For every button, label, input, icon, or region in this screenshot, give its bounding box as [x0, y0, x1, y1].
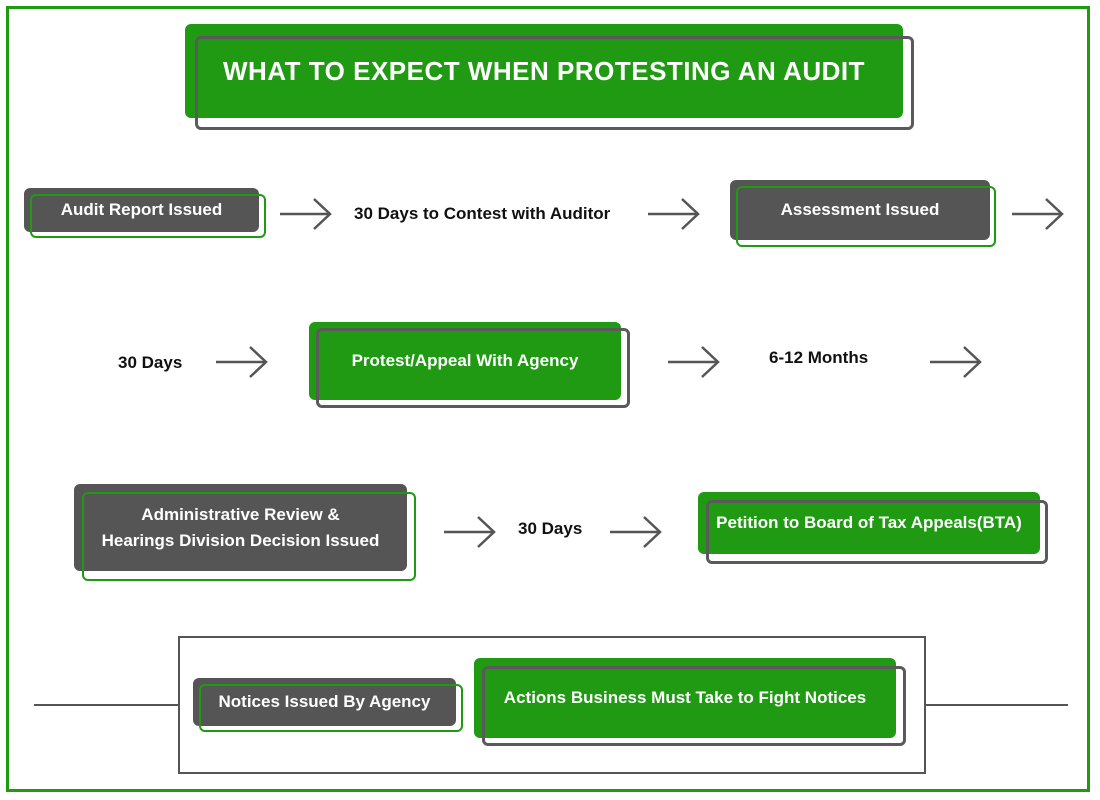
arrow-icon	[610, 516, 662, 548]
title-box: WHAT TO EXPECT WHEN PROTESTING AN AUDIT	[185, 24, 903, 118]
legend-frame	[178, 636, 926, 774]
petition-bta-label: Petition to Board of Tax Appeals(BTA)	[716, 513, 1022, 533]
legend-line-left	[34, 704, 180, 706]
audit-report-issued-label: Audit Report Issued	[60, 200, 223, 220]
contest-days-label: 30 Days to Contest with Auditor	[354, 204, 611, 223]
months-label: 6-12 Months	[769, 348, 869, 367]
protest-appeal-box: Protest/Appeal With Agency	[309, 322, 621, 400]
arrow-icon	[648, 198, 700, 230]
page-title: WHAT TO EXPECT WHEN PROTESTING AN AUDIT	[222, 55, 866, 86]
arrow-icon	[444, 516, 496, 548]
administrative-review-line-1: Administrative Review &	[141, 505, 340, 524]
assessment-issued-box: Assessment Issued	[730, 180, 990, 240]
legend-line-right	[924, 704, 1068, 706]
arrow-icon	[930, 346, 982, 378]
thirty-days-label-2: 30 Days	[518, 519, 583, 538]
legend-notices-box: Notices Issued By Agency	[193, 678, 456, 726]
arrow-icon	[280, 198, 332, 230]
assessment-issued-label: Assessment Issued	[780, 200, 940, 220]
arrow-icon	[668, 346, 720, 378]
arrow-icon	[1012, 198, 1064, 230]
arrow-icon	[216, 346, 268, 378]
diagram-frame	[6, 6, 1090, 792]
legend-actions-label: Actions Business Must Take to Fight Noti…	[503, 688, 867, 708]
audit-report-issued-box: Audit Report Issued	[24, 188, 259, 232]
petition-bta-box: Petition to Board of Tax Appeals(BTA)	[698, 492, 1040, 554]
protest-appeal-label: Protest/Appeal With Agency	[351, 351, 579, 371]
legend-actions-box: Actions Business Must Take to Fight Noti…	[474, 658, 896, 738]
administrative-review-line-2: Hearings Division Decision Issued	[101, 530, 380, 550]
administrative-review-box: Administrative Review & Hearings Divisio…	[74, 484, 407, 571]
legend-notices-label: Notices Issued By Agency	[218, 692, 431, 712]
thirty-days-label-1: 30 Days	[118, 353, 183, 372]
